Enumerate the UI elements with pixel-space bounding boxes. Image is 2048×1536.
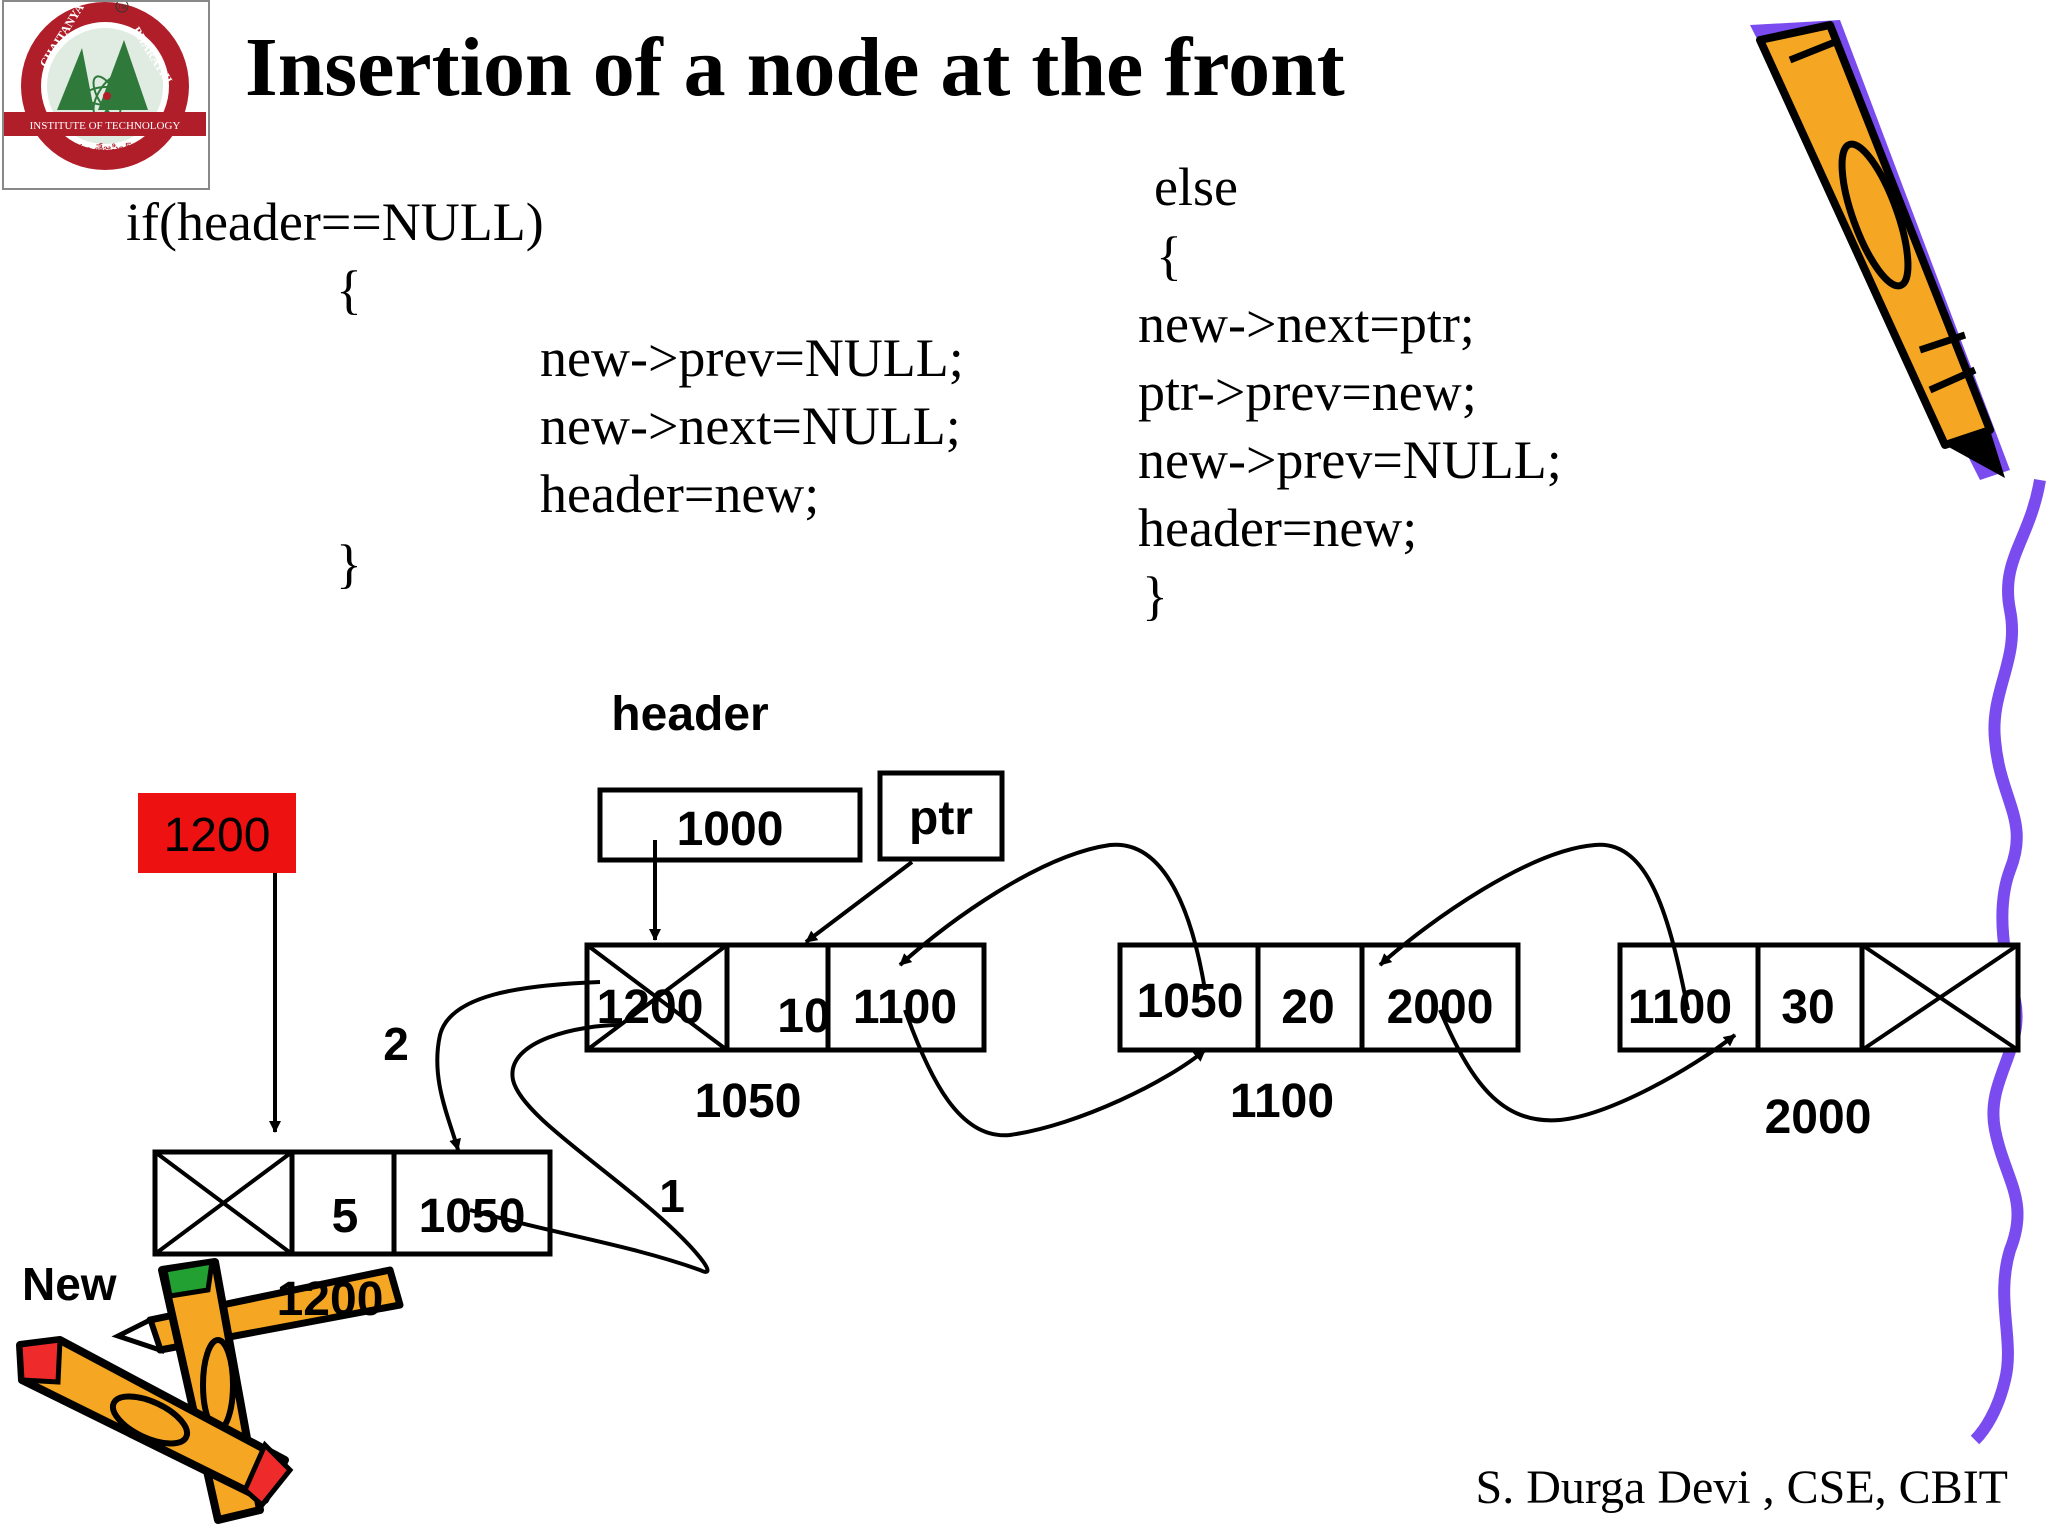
code-else-line3: ptr->prev=new;: [1138, 362, 1477, 422]
logo-emblem: CHAITANYA BHARATHI INSTITUTE OF TECHNOLO…: [4, 0, 206, 171]
code-else-line2: new->next=ptr;: [1138, 294, 1475, 354]
ptr-label: ptr: [909, 792, 973, 845]
step1-label: 1: [659, 1170, 685, 1222]
node-1050-data: 10: [777, 990, 830, 1043]
node-1050: 1200 10 1100: [584, 942, 987, 1053]
new-node-label: New: [22, 1258, 117, 1310]
code-else-line4: new->prev=NULL;: [1138, 430, 1562, 490]
new-node-data: 5: [332, 1190, 359, 1243]
ptr-box: [877, 770, 1005, 862]
node-2000: 1100 30: [1617, 942, 2021, 1053]
logo-band-text: INSTITUTE OF TECHNOLOGY: [30, 120, 181, 132]
link-1100-next-to-2000: [1438, 1009, 1737, 1123]
link-2000-prev-to-1100: [1378, 842, 1690, 1011]
node-1100: 1050 20 2000: [1117, 942, 1521, 1053]
code-if-close-brace: }: [336, 534, 362, 594]
code-if-line4: header=new;: [540, 464, 820, 524]
link-1050-next-to-1100: [903, 1009, 1207, 1138]
code-if-line2: new->prev=NULL;: [540, 328, 964, 388]
node-1050-address: 1050: [695, 1075, 802, 1128]
code-else-close-brace: }: [1142, 566, 1168, 626]
header-value: 1000: [677, 803, 784, 856]
node-1100-next: 2000: [1387, 981, 1494, 1034]
step2-label: 2: [383, 1018, 409, 1070]
new-node: 5 1050: [152, 1149, 553, 1257]
header-box: [597, 787, 863, 863]
node-2000-address: 2000: [1765, 1091, 1872, 1144]
code-else-open-brace: {: [1156, 226, 1182, 286]
link-1100-prev-to-1050: [898, 842, 1207, 991]
node-1100-prev: 1050: [1137, 975, 1244, 1028]
pencil-icon: [1750, 20, 2010, 480]
slide-title: Insertion of a node at the front: [245, 21, 1345, 114]
step1-arrow: [469, 1023, 710, 1274]
code-if-open-brace: {: [336, 260, 362, 320]
code-if-line3: new->next=NULL;: [540, 396, 961, 456]
cbit-logo: CHAITANYA BHARATHI INSTITUTE OF TECHNOLO…: [2, 0, 210, 190]
new-node-address: 1200: [277, 1273, 384, 1326]
new-pointer-box: [138, 793, 296, 873]
logo-frame: [2, 0, 210, 190]
logo-year: 1979: [94, 159, 117, 171]
step2-arrow: [435, 980, 601, 1151]
node-2000-data: 30: [1781, 981, 1834, 1034]
logo-tm: TM: [118, 5, 127, 11]
node-2000-prev: 1100: [1628, 981, 1732, 1034]
code-if-line1: if(header==NULL): [126, 192, 544, 252]
node-1100-address: 1100: [1230, 1075, 1334, 1128]
logo-motto: స్వయం తేజస్విన్ భవ: [59, 142, 152, 156]
new-pointer-value: 1200: [164, 809, 271, 862]
crayons-icon: [16, 1258, 404, 1524]
new-node-next: 1050: [419, 1190, 526, 1243]
code-else-line1: else: [1154, 157, 1238, 217]
header-label: header: [611, 688, 768, 741]
slide-footer: S. Durga Devi , CSE, CBIT: [1475, 1461, 2008, 1514]
node-1100-data: 20: [1281, 981, 1334, 1034]
node-1050-next: 1100: [853, 981, 957, 1034]
code-else-line5: header=new;: [1138, 498, 1418, 558]
